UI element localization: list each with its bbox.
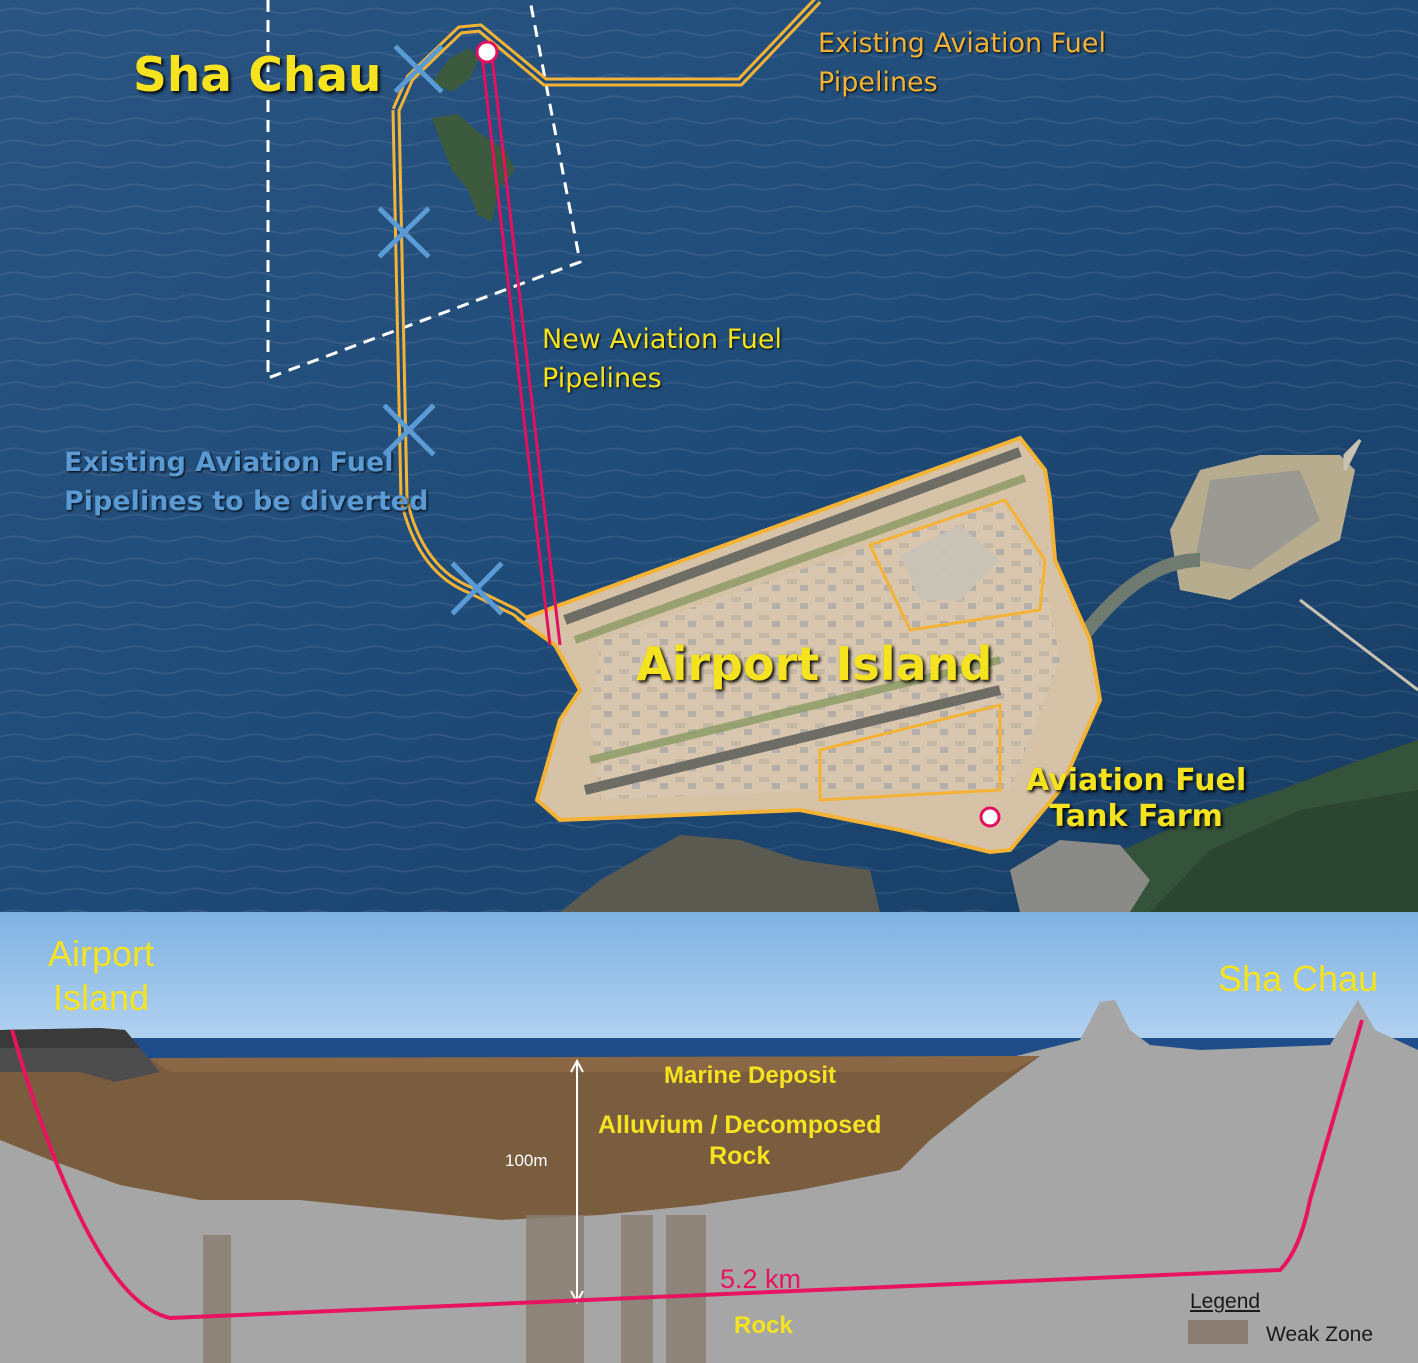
weak-zone [666,1215,706,1363]
legend-title: Legend [1190,1290,1261,1313]
airport-platform-top [0,1028,140,1048]
aerial-map [0,0,1418,912]
weak-zone [621,1215,653,1363]
reclamation-inner [1195,470,1320,570]
legend-weak-zone-label: Weak Zone [1266,1323,1373,1346]
existing-pipelines-label: Existing Aviation Fuel Pipelines [818,28,1107,98]
marine-deposit-layer [150,1056,1040,1072]
sha-chau-label: Sha Chau [133,48,382,103]
section-airport-island-label: Airport Island [48,933,155,1018]
diversion-x-icon [382,403,436,457]
existing-pipeline-diverted-core [394,109,526,622]
tung-chung-town [1010,840,1150,912]
tunnel-length-label: 5.2 km [720,1264,802,1294]
tunnel-alignment [10,1019,1364,1321]
connecting-road [1074,553,1201,645]
alluvium-layer [0,1056,1040,1220]
diversion-x-icon [393,44,444,94]
depth-label: 100m [505,1151,548,1170]
airport-island-label: Airport Island [636,637,993,691]
marine-park-boundary [266,0,582,381]
new-pipeline-a [480,55,552,646]
airport-boundary [515,435,1103,855]
sky [0,912,1418,1042]
south-runway [583,685,1002,795]
alluvium-label: Alluvium / Decomposed Rock [598,1111,882,1170]
bridge-deck [1299,438,1418,692]
lantau-hills-shade [1150,790,1418,912]
south-islet [560,835,880,912]
terminal-outline [867,498,1047,632]
diverted-pipelines-label: Existing Aviation Fuel Pipelines to be d… [64,447,429,517]
weak-zone [526,1215,584,1363]
weak-zone [203,1235,231,1363]
legend-weak-zone-swatch [1188,1320,1248,1344]
tank-farm-endpoint [979,806,1001,828]
rock-label: Rock [734,1312,793,1339]
diversion-x-icon [377,206,431,259]
midfield-outline [818,703,1002,802]
pak-chau-island [432,114,515,222]
tank-farm-label: Aviation Fuel Tank Farm [1026,763,1247,834]
sha-chau-pipeline-endpoint [475,40,499,64]
north-runway [563,447,1022,625]
new-pipeline-b [490,55,562,646]
terminal-building [900,525,1000,600]
new-pipelines-label: New Aviation Fuel Pipelines [542,324,782,394]
diversion-x-icon [450,561,504,616]
geological-cross-section [0,912,1418,1363]
sha-chau-island [432,48,478,92]
section-sha-chau-label: Sha Chau [1218,958,1379,999]
marine-deposit-label: Marine Deposit [664,1062,837,1089]
grass-strips [573,474,1027,764]
